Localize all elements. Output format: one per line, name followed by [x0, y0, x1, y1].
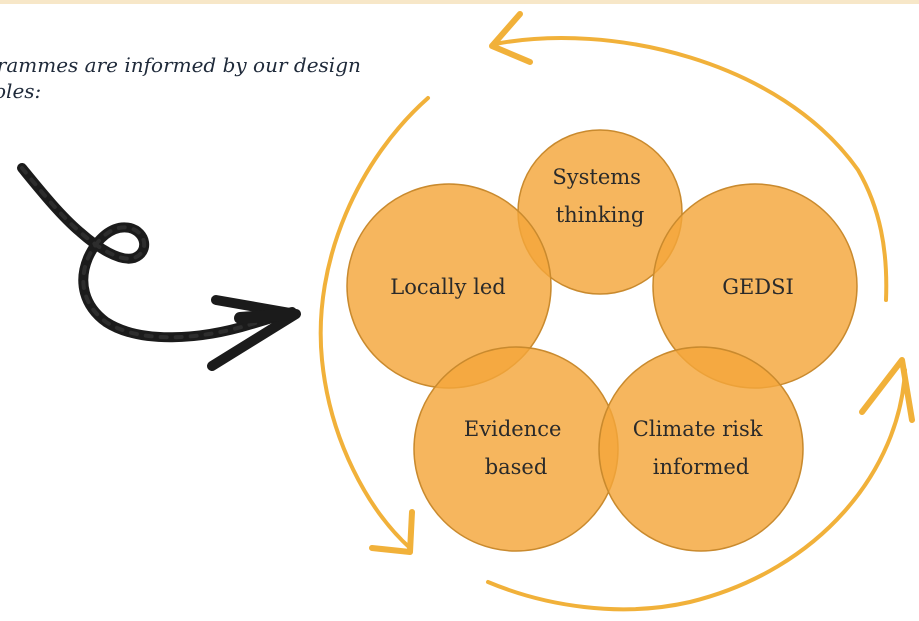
- label-systems-line-2: thinking: [556, 203, 645, 227]
- label-gedsi: GEDSI: [722, 275, 794, 299]
- cycle-arc-right: [486, 368, 907, 612]
- cycle-arrowhead-top-icon: [489, 11, 533, 65]
- top-rule: [0, 0, 919, 4]
- label-locally-led: Locally led: [390, 275, 505, 299]
- label-systems-line-1: Systems: [552, 165, 641, 189]
- principle-labels: Systems thinking Locally led GEDSI Evide…: [390, 165, 794, 479]
- label-climate-risk-informed: Climate risk informed: [633, 417, 769, 479]
- label-systems-thinking: Systems thinking: [552, 165, 647, 227]
- squiggle-arrow-icon: [17, 163, 301, 371]
- label-climate-line-1: Climate risk: [633, 417, 763, 441]
- label-evidence-line-1: Evidence: [464, 417, 562, 441]
- cycle-arrowhead-left-icon: [369, 509, 415, 555]
- intro-line-1: grammes are informed by our design: [0, 53, 361, 77]
- circle-climate-risk-informed: [598, 346, 804, 552]
- intro-text: grammes are informed by our design oles:: [0, 52, 361, 104]
- cycle-arc-top: [493, 36, 889, 302]
- intro-line-2: oles:: [0, 79, 42, 103]
- label-evidence-line-2: based: [485, 455, 548, 479]
- cycle-arrowhead-right-icon: [859, 357, 915, 423]
- cycle-arc-left: [318, 96, 430, 550]
- circle-evidence-based: [413, 346, 619, 552]
- label-climate-line-2: informed: [653, 455, 749, 479]
- cycle-arrows: [318, 11, 915, 612]
- principle-circles: [346, 129, 858, 552]
- label-evidence-based: Evidence based: [464, 417, 568, 479]
